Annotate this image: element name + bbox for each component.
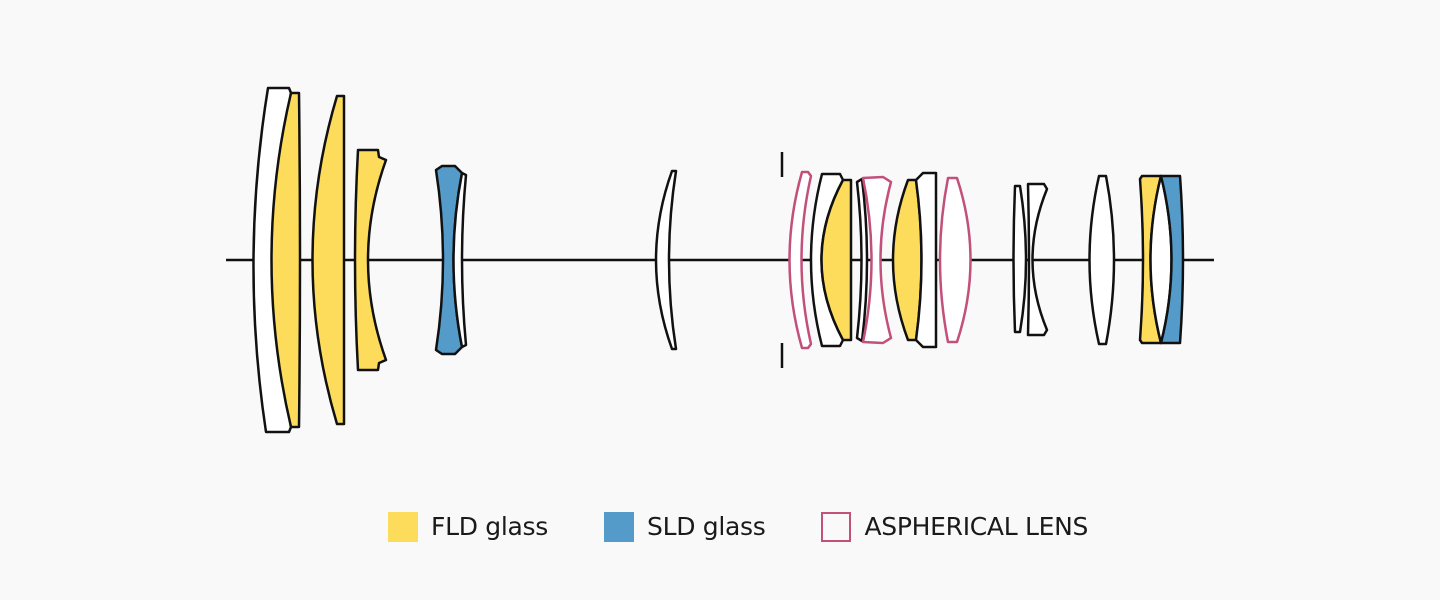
lens-element-3 — [311, 94, 346, 426]
legend-item-aspherical: ASPHERICAL LENS — [821, 512, 1088, 542]
sld-swatch — [604, 512, 634, 542]
fld-swatch — [388, 512, 418, 542]
lens-element-18 — [1088, 174, 1116, 346]
lens-element-2 — [270, 91, 302, 429]
aspherical-swatch — [821, 512, 852, 542]
legend-label-aspherical: ASPHERICAL LENS — [864, 512, 1089, 541]
lens-element-12-aspherical — [861, 175, 893, 345]
lens-element-13 — [891, 178, 923, 342]
lens-element-4 — [353, 148, 388, 372]
legend: FLD glass SLD glass ASPHERICAL LENS — [388, 512, 1088, 542]
lens-element-16 — [1012, 184, 1028, 334]
legend-item-fld: FLD glass — [388, 512, 548, 542]
legend-label-fld: FLD glass — [431, 512, 548, 541]
lens-element-6 — [452, 171, 468, 349]
lens-element-10 — [820, 178, 853, 342]
legend-item-sld: SLD glass — [604, 512, 766, 542]
lens-element-15-aspherical — [938, 176, 972, 344]
lens-element-17 — [1026, 182, 1049, 337]
lens-element-7 — [654, 169, 678, 351]
legend-label-sld: SLD glass — [647, 512, 766, 541]
lens-element-8-aspherical — [788, 170, 813, 350]
lens-element-14 — [914, 171, 938, 349]
lens-element-21 — [1159, 174, 1185, 345]
